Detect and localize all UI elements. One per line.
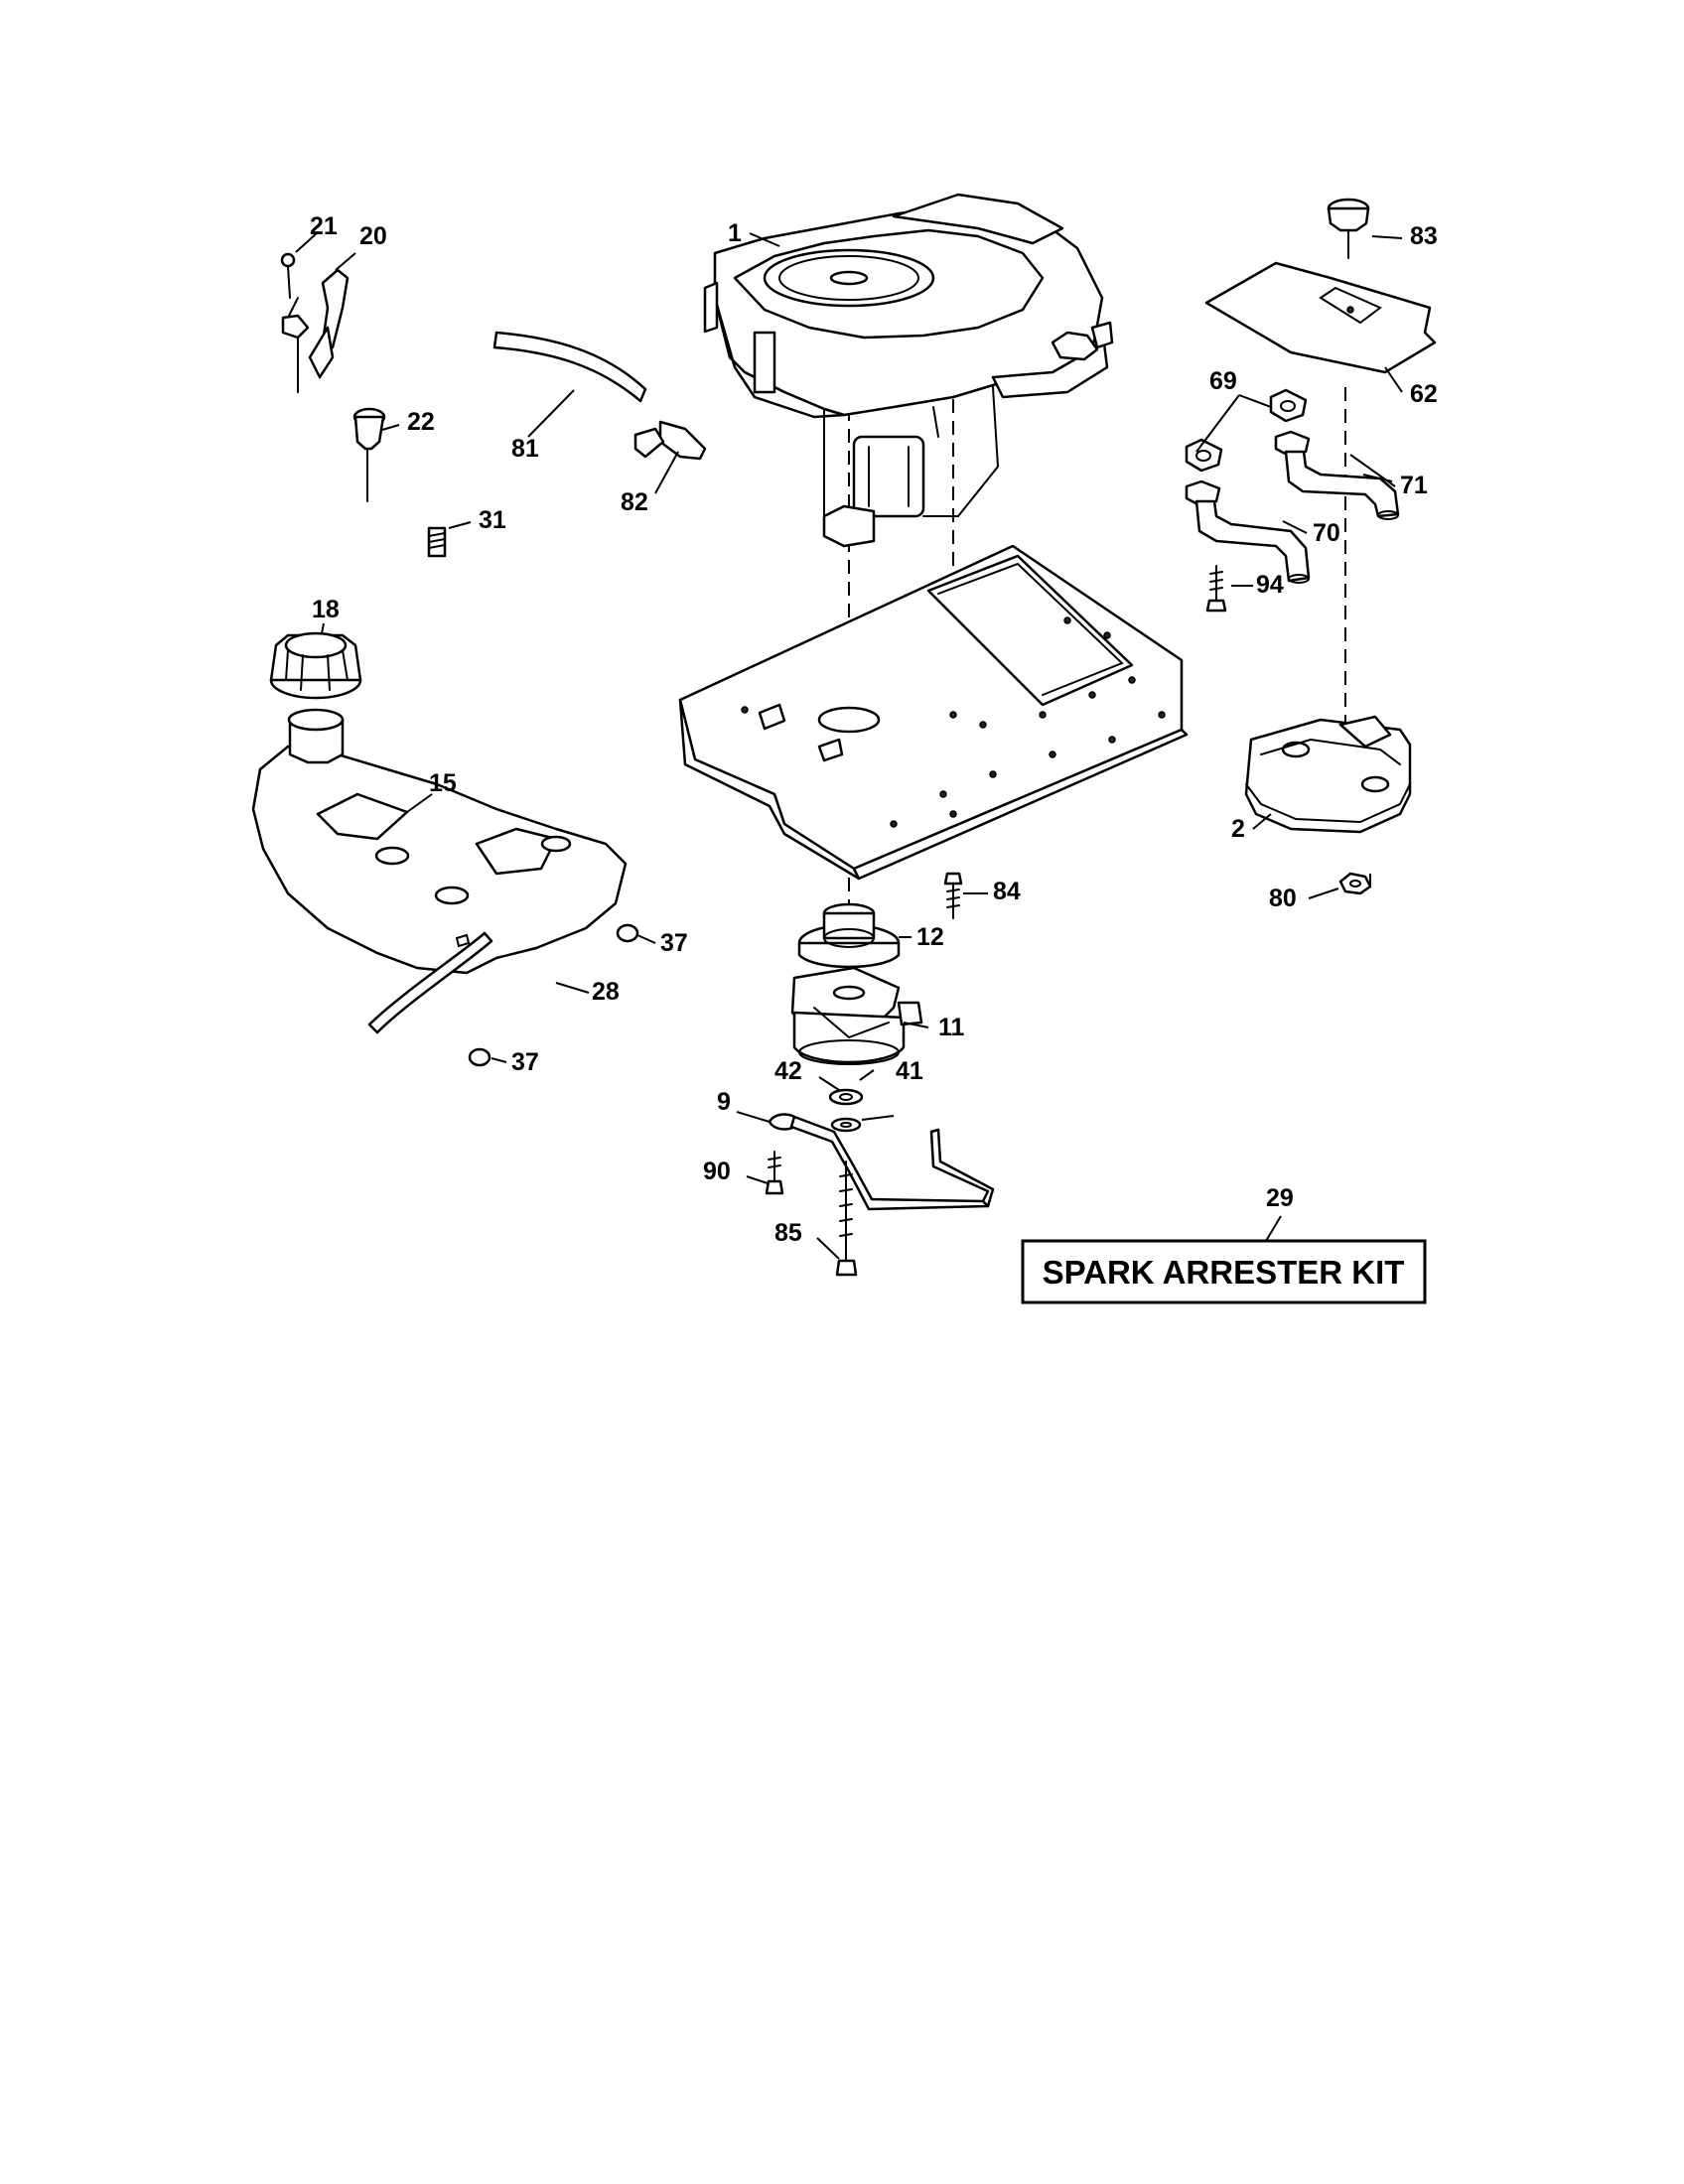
- pulley-part[interactable]: [797, 902, 901, 969]
- callout-37-lower: 37: [511, 1048, 539, 1076]
- callout-22: 22: [407, 408, 435, 436]
- washer-part-41[interactable]: [830, 1117, 862, 1133]
- callout-9: 9: [717, 1088, 731, 1116]
- fuel-cap-part[interactable]: [269, 631, 362, 700]
- callout-82: 82: [621, 488, 648, 516]
- bolt-part-94[interactable]: [1205, 565, 1227, 613]
- spring-part[interactable]: [427, 526, 447, 558]
- muffler-part[interactable]: [1244, 715, 1412, 834]
- spark-arrester-kit-label: SPARK ARRESTER KIT: [1043, 1254, 1405, 1291]
- callout-1: 1: [728, 219, 742, 247]
- callout-71: 71: [1400, 472, 1428, 499]
- callout-83: 83: [1410, 222, 1438, 250]
- chassis-frame-part[interactable]: [678, 544, 1189, 881]
- callout-84: 84: [993, 878, 1021, 905]
- callout-90: 90: [703, 1158, 731, 1185]
- gasket-part-lower[interactable]: [1185, 438, 1223, 473]
- gasket-part-upper[interactable]: [1269, 388, 1308, 423]
- hose-clamp-part-lower[interactable]: [468, 1047, 491, 1067]
- exhaust-pipe-part-71[interactable]: [1274, 430, 1400, 520]
- callout-94: 94: [1256, 571, 1284, 599]
- callout-62: 62: [1410, 380, 1438, 408]
- callout-69: 69: [1209, 367, 1237, 395]
- callout-28: 28: [592, 978, 620, 1006]
- knob-part-83[interactable]: [1327, 198, 1370, 259]
- callout-70: 70: [1313, 519, 1340, 547]
- callout-11: 11: [938, 1014, 965, 1041]
- spacer-part-42[interactable]: [828, 1088, 864, 1106]
- knob-part[interactable]: [352, 407, 386, 502]
- callout-31: 31: [479, 506, 506, 534]
- bolt-part-84[interactable]: [943, 872, 963, 919]
- leader-lines: [295, 231, 1403, 1260]
- dipstick-tube-part[interactable]: [281, 268, 350, 393]
- callout-12: 12: [916, 923, 944, 951]
- callout-80: 80: [1269, 885, 1297, 912]
- callout-18: 18: [312, 596, 340, 623]
- callout-2: 2: [1231, 815, 1245, 843]
- fuel-tank-part[interactable]: [251, 708, 628, 975]
- fuel-filter-part[interactable]: [633, 420, 707, 461]
- callout-labels: 1 21 20 22 31 81 82 18 15 37 28 37 84 12…: [310, 212, 1438, 1247]
- hose-clamp-part-upper[interactable]: [616, 923, 639, 943]
- spark-arrester-kit-box[interactable]: SPARK ARRESTER KIT: [1021, 1239, 1427, 1304]
- bolt-part-85[interactable]: [835, 1160, 858, 1277]
- callout-37-upper: 37: [660, 929, 688, 957]
- nut-part-80[interactable]: [1338, 872, 1372, 895]
- callout-85: 85: [774, 1219, 802, 1247]
- callout-29: 29: [1266, 1184, 1294, 1212]
- pto-clutch-part[interactable]: [790, 966, 923, 1065]
- callout-42: 42: [774, 1057, 802, 1085]
- fuel-line-part[interactable]: [492, 331, 647, 403]
- exhaust-pipe-part-70[interactable]: [1185, 479, 1311, 584]
- bolt-part-90[interactable]: [765, 1151, 784, 1195]
- callout-21: 21: [310, 212, 338, 240]
- callout-41: 41: [896, 1057, 923, 1085]
- callout-15: 15: [429, 769, 457, 797]
- callout-20: 20: [359, 222, 387, 250]
- heat-shield-part[interactable]: [1204, 261, 1437, 374]
- screw-part-21[interactable]: [280, 252, 296, 299]
- callout-81: 81: [511, 435, 539, 463]
- fuel-hose-part[interactable]: [367, 931, 493, 1034]
- bracket-part[interactable]: [768, 1113, 995, 1211]
- engine-part[interactable]: [703, 193, 1114, 548]
